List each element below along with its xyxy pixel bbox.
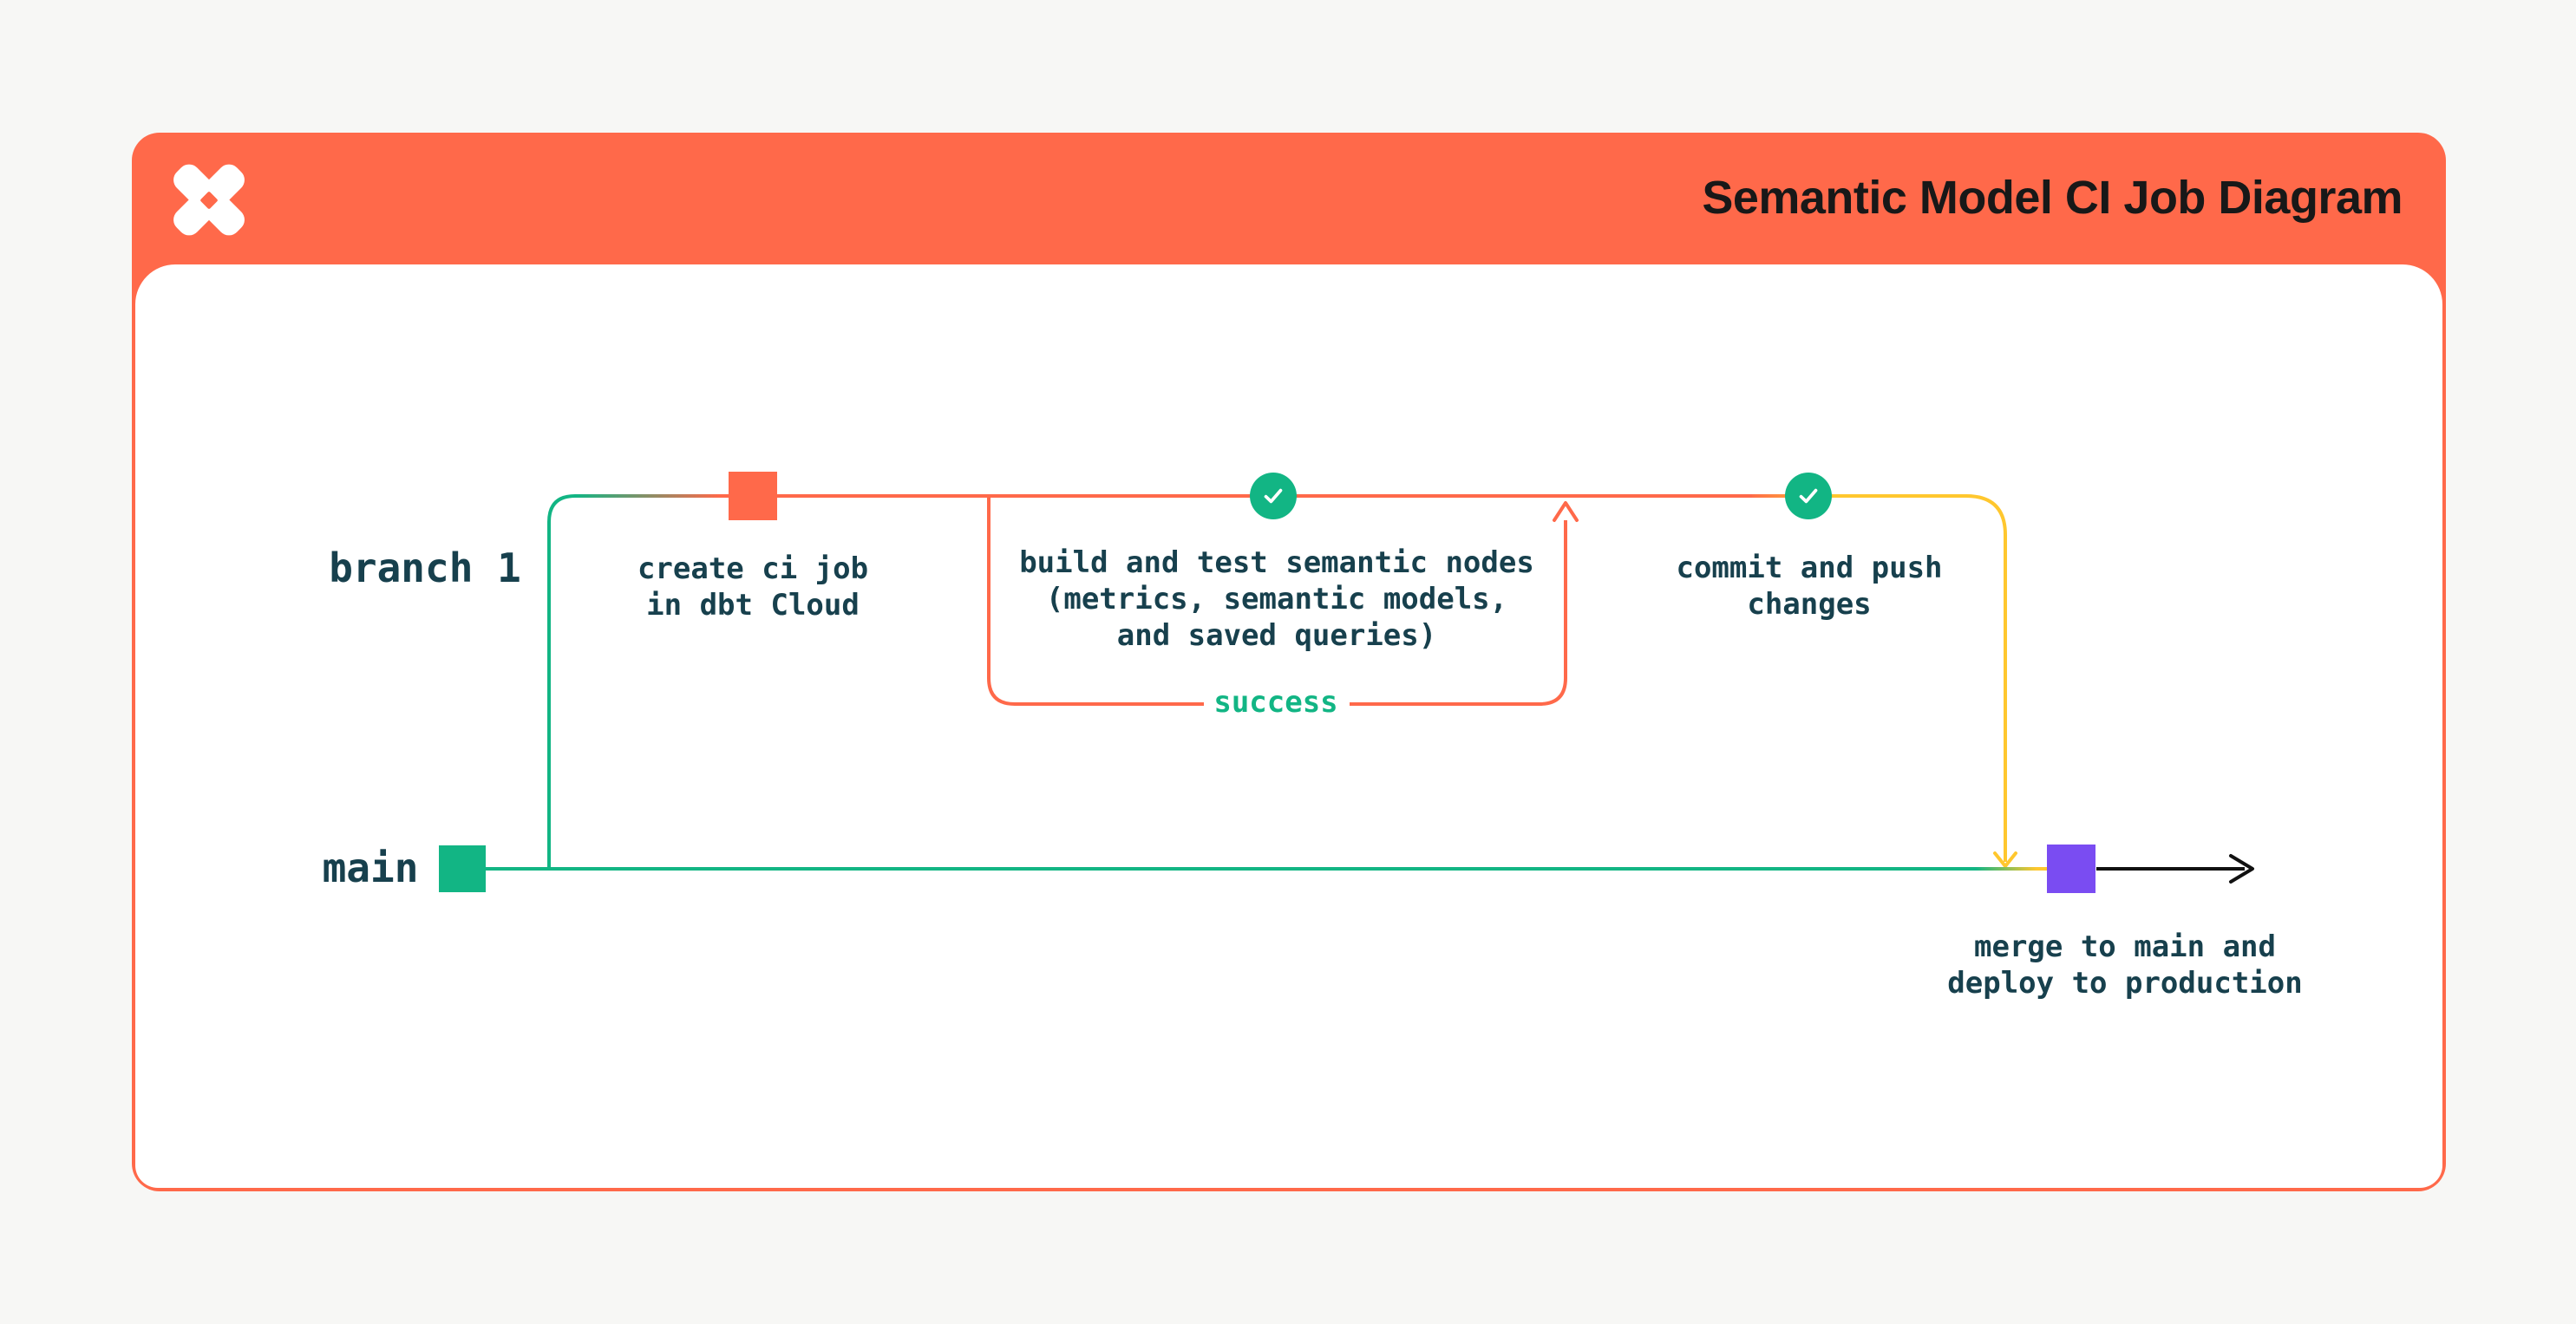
caption-line: (metrics, semantic models, (1045, 582, 1508, 616)
branch-1-label: branch 1 (329, 545, 521, 591)
caption-commit-push: commit and push changes (1676, 550, 1942, 623)
page-title: Semantic Model CI Job Diagram (1702, 172, 2403, 224)
caption-line: changes (1747, 587, 1872, 622)
caption-build-test: build and test semantic nodes (metrics, … (1019, 545, 1534, 654)
check-circle-commit-push (1785, 473, 1832, 519)
commit-node-create-ci (729, 472, 777, 520)
commit-node-main-start (439, 845, 486, 892)
checkmark-icon (1264, 488, 1283, 504)
caption-line: in dbt Cloud (646, 588, 860, 623)
caption-line: build and test semantic nodes (1019, 545, 1534, 580)
caption-line: create ci job (637, 551, 869, 586)
dbt-logo-icon (168, 160, 250, 240)
diagram-canvas (135, 264, 2442, 1188)
caption-line: and saved queries) (1116, 618, 1437, 653)
caption-line: commit and push (1676, 551, 1943, 585)
check-circle-build-test (1250, 473, 1297, 519)
commit-node-merge (2047, 845, 2095, 893)
main-label: main (322, 845, 419, 891)
diagram-card: Semantic Model CI Job Diagram (132, 133, 2446, 1191)
caption-line: deploy to production (1947, 966, 2303, 1001)
caption-merge: merge to main and deploy to production (1947, 929, 2302, 1001)
checkmark-icon (1799, 488, 1818, 504)
caption-line: merge to main and (1974, 929, 2276, 964)
success-annotation: success (1213, 685, 1338, 720)
caption-create-ci: create ci job in dbt Cloud (637, 551, 868, 623)
